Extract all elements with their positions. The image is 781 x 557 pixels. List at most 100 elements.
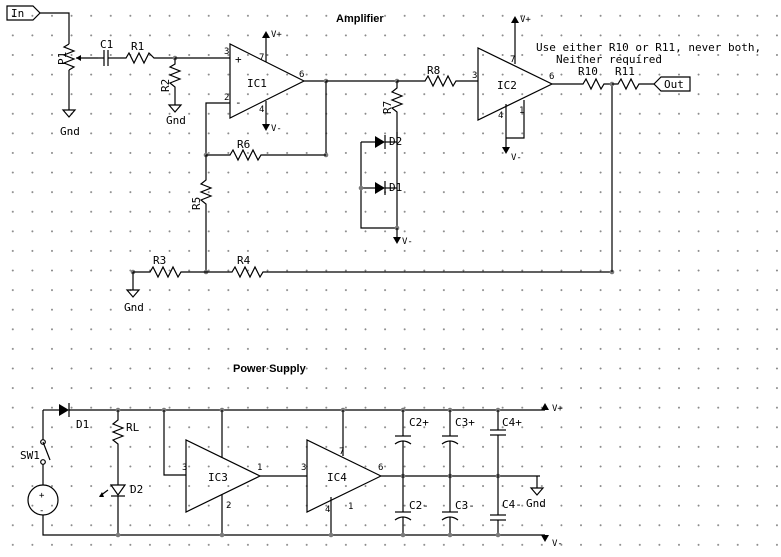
svg-text:C4-: C4-: [502, 498, 522, 511]
svg-text:R10: R10: [578, 65, 598, 78]
svg-text:IC2: IC2: [497, 79, 517, 92]
amplifier-title: Amplifier: [336, 13, 384, 25]
svg-text:R7: R7: [381, 101, 394, 114]
switch-sw1: SW1: [20, 439, 51, 465]
svg-text:Gnd: Gnd: [124, 301, 144, 314]
svg-text:3: 3: [472, 71, 477, 81]
svg-text:V+: V+: [552, 404, 563, 414]
resistor-r10: R10: [574, 65, 612, 91]
svg-text:IC1: IC1: [247, 77, 267, 90]
capacitor-c4-plus: C4+: [490, 410, 522, 476]
svg-text:6: 6: [378, 463, 383, 473]
svg-text:Gnd: Gnd: [526, 497, 546, 510]
svg-text:Gnd: Gnd: [60, 125, 80, 138]
svg-text:R11: R11: [615, 65, 635, 78]
svg-text:3: 3: [224, 47, 229, 57]
resistor-r3: R3: [133, 254, 206, 279]
capacitor-c2-minus: C2-: [394, 476, 429, 535]
battery-source: + -: [27, 484, 59, 516]
svg-text:IC4: IC4: [327, 471, 347, 484]
svg-text:C2+: C2+: [409, 416, 429, 429]
svg-text:+: +: [39, 491, 45, 501]
label-c1: C1: [100, 38, 113, 51]
regulator-ic3: IC3 3 1 2: [182, 439, 262, 513]
resistor-r6: R6: [206, 138, 326, 162]
opamp-ic2: IC2 3 7 4 1 6 V+ V-: [472, 15, 554, 163]
svg-text:-: -: [39, 506, 44, 516]
svg-text:R8: R8: [427, 64, 440, 77]
svg-text:-: -: [235, 96, 242, 109]
label-r2: R2: [159, 79, 172, 92]
svg-text:4: 4: [259, 105, 264, 115]
resistor-rl: RL: [111, 410, 140, 485]
svg-text:4: 4: [325, 505, 330, 515]
svg-text:6: 6: [299, 70, 304, 80]
ground-symbol: Gnd: [124, 272, 144, 314]
svg-text:D2: D2: [130, 483, 143, 496]
out-port: Out: [653, 76, 691, 92]
capacitor-c3-minus: C3-: [441, 476, 475, 535]
svg-text:7: 7: [339, 447, 344, 457]
svg-text:D2: D2: [389, 135, 402, 148]
capacitor-c4-minus: C4-: [490, 476, 522, 535]
svg-text:3: 3: [301, 463, 306, 473]
svg-text:2: 2: [224, 93, 229, 103]
svg-text:7: 7: [510, 55, 515, 65]
svg-text:+: +: [235, 53, 242, 66]
regulator-ic4: IC4 3 7 4 1 6: [301, 439, 383, 515]
svg-text:D1: D1: [389, 181, 402, 194]
svg-text:C2-: C2-: [409, 499, 429, 512]
svg-text:1: 1: [348, 502, 353, 512]
svg-text:IC3: IC3: [208, 471, 228, 484]
opamp-ic1: IC1 + - 3 2 7 4 6 V+ V-: [224, 30, 306, 134]
svg-text:V+: V+: [520, 15, 531, 25]
resistor-r1: R1: [120, 40, 175, 65]
svg-text:RL: RL: [126, 421, 140, 434]
svg-text:4: 4: [498, 111, 503, 121]
note-line-2: Neither required: [556, 53, 662, 66]
diode-ps-d1: D1: [59, 403, 89, 431]
resistor-r8: R8: [397, 64, 478, 88]
power-supply-title: Power Supply: [233, 363, 307, 375]
svg-text:2: 2: [226, 501, 231, 511]
label-p1: P1: [56, 52, 69, 65]
capacitor-c2-plus: C2+: [394, 410, 429, 476]
svg-text:V+: V+: [271, 30, 282, 40]
diode-d2: D2: [361, 132, 402, 149]
svg-text:V-: V-: [271, 124, 282, 134]
svg-text:In: In: [11, 7, 24, 20]
diode-d1: D1: [361, 181, 402, 195]
svg-text:Gnd: Gnd: [166, 114, 186, 127]
in-port: In: [6, 5, 41, 21]
label-r1: R1: [131, 40, 144, 53]
svg-text:C4+: C4+: [502, 416, 522, 429]
note-line-1: Use either R10 or R11, never both,: [536, 41, 761, 54]
svg-text:6: 6: [549, 72, 554, 82]
svg-text:V-: V-: [511, 153, 522, 163]
svg-text:7: 7: [259, 53, 264, 63]
svg-text:1: 1: [257, 463, 262, 473]
svg-text:R3: R3: [153, 254, 166, 267]
capacitor-c3-plus: C3+: [441, 410, 475, 476]
svg-text:R6: R6: [237, 138, 250, 151]
svg-text:C3-: C3-: [455, 499, 475, 512]
potentiometer-p1: P1: [56, 43, 98, 100]
led-d2: D2: [99, 483, 143, 535]
svg-text:V-: V-: [552, 539, 563, 549]
ground-symbol: Gnd: [60, 100, 80, 138]
svg-text:Out: Out: [664, 78, 684, 91]
svg-text:R5: R5: [190, 197, 203, 210]
svg-text:3: 3: [182, 463, 187, 473]
resistor-r5: R5: [190, 155, 213, 272]
svg-text:C3+: C3+: [455, 416, 475, 429]
svg-text:R4: R4: [237, 254, 251, 267]
svg-text:1: 1: [519, 106, 524, 116]
resistor-r7: R7: [381, 81, 404, 132]
ground-symbol: Gnd: [166, 100, 186, 127]
svg-text:V-: V-: [402, 237, 413, 247]
resistor-r4: R4: [206, 254, 612, 279]
ground-symbol: Gnd: [526, 476, 546, 510]
capacitor-c1: C1: [98, 38, 120, 66]
